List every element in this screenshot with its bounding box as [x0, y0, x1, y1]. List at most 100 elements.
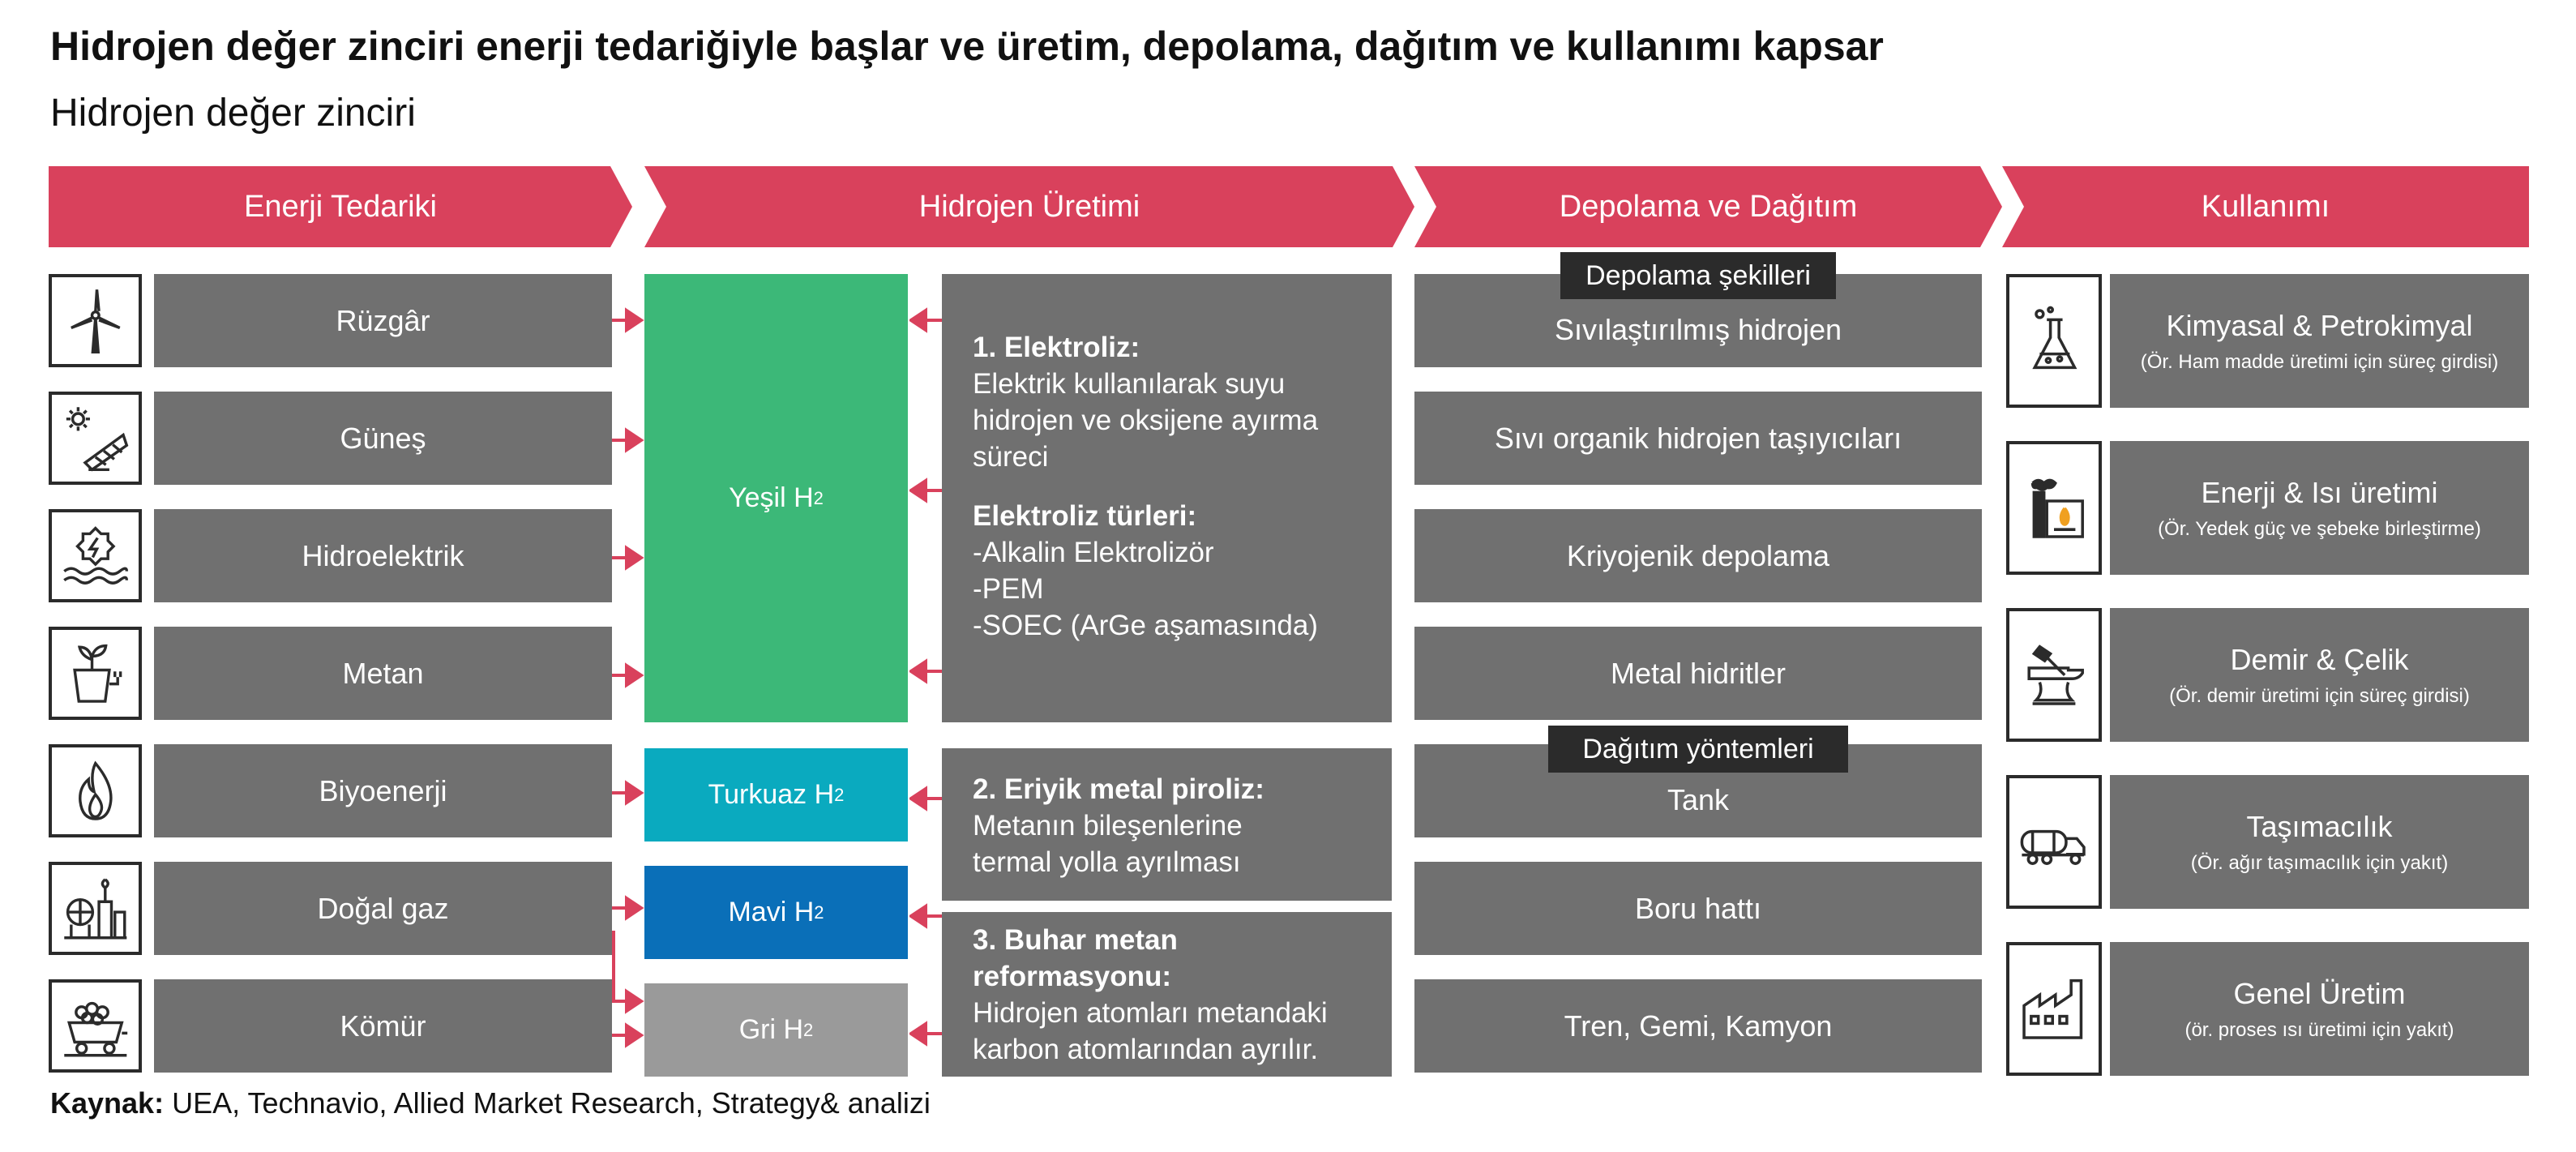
hydro-icon	[49, 509, 142, 602]
arrow-head	[625, 545, 644, 571]
flask-icon	[2006, 274, 2102, 408]
process-title: 3. Buhar metan	[973, 924, 1178, 956]
process-line: termal yolla ayrılması	[973, 846, 1241, 878]
power-plant-icon	[2006, 441, 2102, 575]
header-label: Enerji Tedariki	[244, 189, 437, 224]
process-molten-metal-pyrolysis: 2. Eriyik metal piroliz: Metanın bileşen…	[942, 748, 1392, 901]
page-title: Hidrojen değer zinciri enerji tedariğiyl…	[50, 24, 1884, 69]
gas-plant-icon	[49, 862, 142, 955]
process-line: hidrojen ve oksijene ayırma	[973, 405, 1319, 436]
process-line: süreci	[973, 441, 1049, 473]
usage-item-general-manufacturing: Genel Üretim (ör. proses ısı üretimi içi…	[2110, 942, 2529, 1076]
arrow-head	[909, 903, 927, 929]
anvil-icon	[2006, 608, 2102, 742]
header-hydrogen-production: Hidrojen Üretimi	[644, 166, 1414, 247]
storage-item-lohc: Sıvı organik hidrojen taşıyıcıları	[1414, 392, 1982, 485]
source-note: Kaynak: UEA, Technavio, Allied Market Re…	[50, 1086, 931, 1120]
distribution-item-pipeline: Boru hattı	[1414, 862, 1982, 955]
usage-label: Taşımacılık	[2246, 809, 2393, 843]
turquoise-h2-label: Turkuaz H	[708, 779, 835, 810]
process-line: Hidrojen atomları metandaki	[973, 997, 1328, 1029]
coal-cart-icon	[49, 979, 142, 1073]
process-title: Elektroliz türleri:	[973, 500, 1197, 532]
arrow-head	[625, 427, 644, 453]
storage-label: Sıvılaştırılmış hidrojen	[1554, 312, 1842, 346]
arrow-head	[909, 478, 927, 503]
distribution-label: Boru hattı	[1634, 891, 1762, 925]
distribution-item-tank: Tank	[1414, 744, 1982, 837]
green-h2-label: Yeşil H	[729, 482, 814, 513]
storage-item-cryogenic: Kriyojenik depolama	[1414, 509, 1982, 602]
supply-item-solar: Güneş	[154, 392, 612, 485]
distribution-item-rail-ship-truck: Tren, Gemi, Kamyon	[1414, 979, 1982, 1073]
header-label: Kullanımı	[2201, 189, 2330, 224]
supply-item-coal: Kömür	[154, 979, 612, 1073]
usage-sub-label: (ör. proses ısı üretimi için yakıt)	[2184, 1018, 2454, 1041]
header-energy-supply: Enerji Tedariki	[49, 166, 632, 247]
header-usage: Kullanımı	[2002, 166, 2529, 247]
arrow-head	[909, 786, 927, 812]
usage-item-energy-heat: Enerji & Isı üretimi (Ör. Yedek güç ve ş…	[2110, 441, 2529, 575]
arrow-natural-gas-to-gray	[612, 931, 628, 1003]
supply-label: Biyoenerji	[319, 773, 447, 807]
subscript: 2	[803, 1019, 814, 1040]
tanker-truck-icon	[2006, 775, 2102, 909]
process-title: reformasyonu:	[973, 961, 1172, 992]
wind-turbine-icon	[49, 274, 142, 367]
usage-sub-label: (Ör. demir üretimi için süreç girdisi)	[2169, 684, 2470, 707]
subscript: 2	[834, 784, 845, 805]
storage-label: Kriyojenik depolama	[1566, 538, 1830, 572]
usage-item-iron-steel: Demir & Çelik (Ör. demir üretimi için sü…	[2110, 608, 2529, 742]
header-label: Depolama ve Dağıtım	[1559, 189, 1858, 224]
process-line: -SOEC (ArGe aşamasında)	[973, 610, 1318, 641]
gray-h2-label: Gri H	[738, 1014, 804, 1045]
subscript: 2	[813, 487, 824, 508]
storage-item-metal-hydrides: Metal hidritler	[1414, 627, 1982, 720]
factory-icon	[2006, 942, 2102, 1076]
arrow-head	[625, 1022, 644, 1048]
subscript: 2	[814, 901, 824, 923]
process-line: karbon atomlarından ayrılır.	[973, 1034, 1319, 1065]
process-title: 2. Eriyik metal piroliz:	[973, 773, 1264, 805]
storage-label: Sıvı organik hidrojen taşıyıcıları	[1494, 421, 1902, 455]
usage-sub-label: (Ör. Ham madde üretimi için süreç girdis…	[2140, 350, 2499, 373]
usage-sub-label: (Ör. Yedek güç ve şebeke birleştirme)	[2158, 517, 2481, 540]
distribution-label: Tren, Gemi, Kamyon	[1564, 1009, 1833, 1043]
process-line: -PEM	[973, 573, 1044, 605]
source-label: Kaynak:	[50, 1086, 165, 1120]
usage-item-chemical: Kimyasal & Petrokimyal (Ör. Ham madde ür…	[2110, 274, 2529, 408]
process-line: -Alkalin Elektrolizör	[973, 537, 1214, 568]
usage-label: Enerji & Isı üretimi	[2201, 475, 2438, 509]
process-steam-methane-reforming: 3. Buhar metan reformasyonu: Hidrojen at…	[942, 912, 1392, 1077]
supply-label: Metan	[342, 656, 424, 690]
solar-panel-icon	[49, 392, 142, 485]
usage-label: Demir & Çelik	[2230, 642, 2409, 676]
arrow-head	[909, 658, 927, 684]
arrow-head	[625, 780, 644, 806]
header-storage-distribution: Depolama ve Dağıtım	[1414, 166, 2002, 247]
blue-h2-label: Mavi H	[728, 897, 815, 927]
source-text: UEA, Technavio, Allied Market Research, …	[164, 1086, 931, 1120]
distribution-methods-tag: Dağıtım yöntemleri	[1548, 726, 1848, 773]
usage-label: Kimyasal & Petrokimyal	[2166, 308, 2473, 342]
supply-arrows	[612, 307, 644, 1048]
arrow-head	[909, 307, 927, 333]
storage-methods-tag: Depolama şekilleri	[1560, 252, 1836, 299]
distribution-label: Tank	[1667, 782, 1730, 816]
storage-label: Metal hidritler	[1610, 656, 1787, 690]
arrow-head	[625, 307, 644, 333]
flame-icon	[49, 744, 142, 837]
arrow-head	[625, 988, 644, 1014]
usage-label: Genel Üretim	[2233, 976, 2406, 1010]
arrow-head	[909, 1021, 927, 1047]
usage-sub-label: (Ör. ağır taşımacılık için yakıt)	[2190, 851, 2449, 874]
process-title: 1. Elektroliz:	[973, 332, 1140, 363]
supply-label: Kömür	[340, 1009, 426, 1043]
supply-item-hydro: Hidroelektrik	[154, 509, 612, 602]
supply-label: Hidroelektrik	[302, 538, 464, 572]
supply-item-methane: Metan	[154, 627, 612, 720]
